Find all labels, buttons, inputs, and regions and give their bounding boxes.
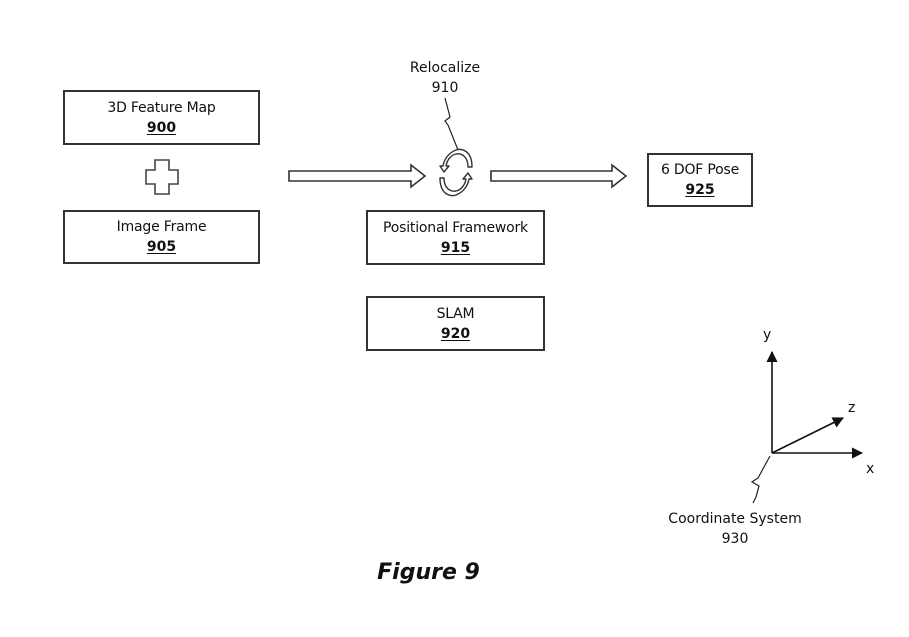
slam-label: SLAM — [436, 305, 475, 322]
relocalize-label: Relocalize — [409, 60, 481, 76]
flow-arrow-input — [288, 163, 427, 189]
y-axis-label: y — [763, 327, 772, 343]
x-axis-label: x — [866, 461, 875, 477]
relocalize-ref: 910 — [431, 80, 459, 96]
image-frame-label: Image Frame — [116, 219, 207, 235]
image-frame-block: Image Frame 905 — [63, 210, 260, 264]
feature-map-ref: 900 — [146, 119, 177, 136]
feature-map-block: 3D Feature Map 900 — [63, 90, 260, 145]
feature-map-label: 3D Feature Map — [107, 99, 216, 116]
relocalize-leader-line — [444, 97, 459, 151]
coordinate-system-leader-line — [750, 455, 771, 504]
dof-pose-block: 6 DOF Pose 925 — [647, 153, 753, 207]
coordinate-system-label-group: Coordinate System 930 — [650, 509, 820, 549]
positional-framework-ref: 915 — [440, 239, 471, 256]
relocalize-label-group: Relocalize 910 — [385, 58, 505, 98]
coordinate-system-ref: 930 — [721, 531, 749, 547]
cycle-arrows-icon — [439, 148, 473, 197]
z-axis-label: z — [848, 400, 856, 416]
coordinate-system-label: Coordinate System — [668, 511, 802, 527]
dof-pose-ref: 925 — [685, 182, 715, 198]
slam-ref: 920 — [440, 325, 471, 342]
dof-pose-label: 6 DOF Pose — [660, 162, 740, 178]
flow-arrow-output — [490, 163, 628, 189]
slam-block: SLAM 920 — [366, 296, 545, 351]
z-axis — [771, 417, 845, 454]
image-frame-ref: 905 — [146, 239, 177, 255]
positional-framework-label: Positional Framework — [383, 219, 528, 236]
plus-icon — [145, 159, 179, 195]
positional-framework-block: Positional Framework 915 — [366, 210, 545, 265]
figure-caption: Figure 9 — [377, 560, 480, 585]
